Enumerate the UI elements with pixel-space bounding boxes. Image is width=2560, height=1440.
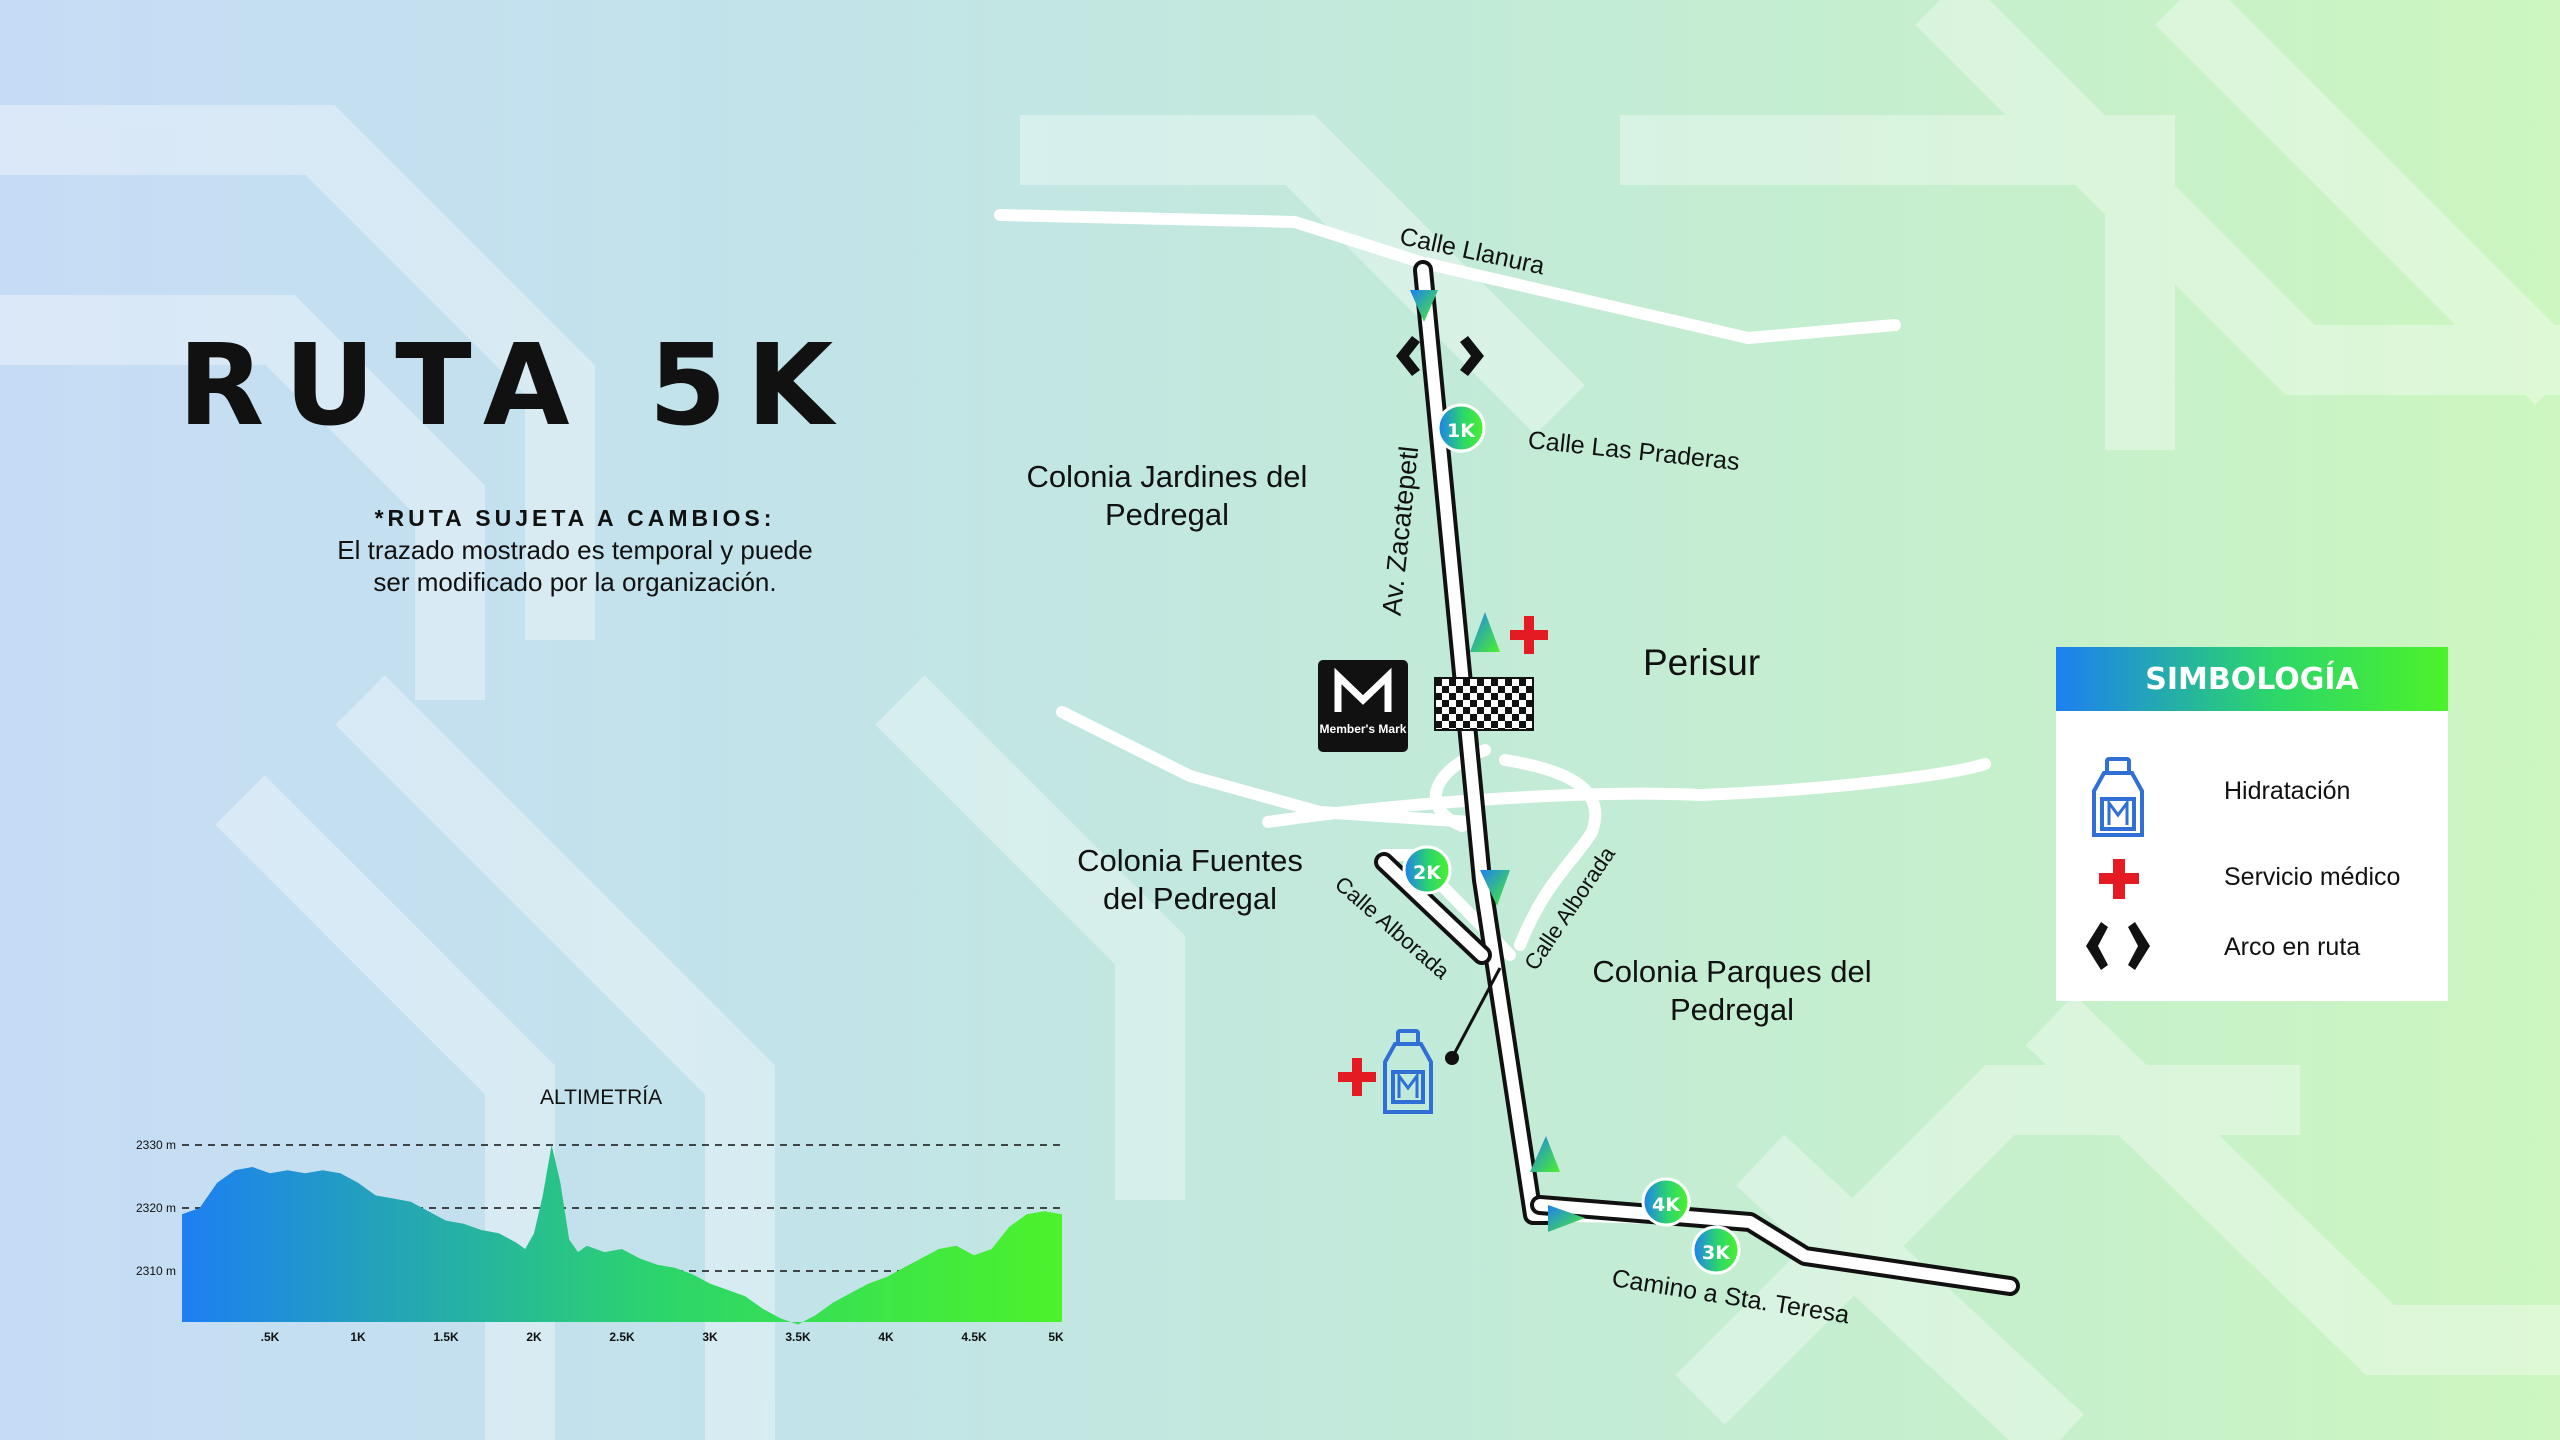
x-tick-label: 1.5K xyxy=(433,1330,459,1344)
legend-title: SIMBOLOGÍA xyxy=(2056,647,2448,711)
y-tick-label: 2330 m xyxy=(136,1138,176,1152)
km-marker-label: 2K xyxy=(1413,862,1442,884)
km-marker-3k: 3K xyxy=(1691,1225,1741,1275)
legend-item-hydration: Hidratación xyxy=(2056,757,2448,837)
x-tick-label: .5K xyxy=(261,1330,280,1344)
altimetry-title: ALTIMETRÍA xyxy=(540,1086,663,1109)
legend-item-arch: Arco en ruta xyxy=(2056,913,2448,983)
x-tick-label: 5K xyxy=(1048,1330,1064,1344)
arrow-icon xyxy=(1530,1136,1560,1172)
road-perisur-arc xyxy=(1056,706,1476,828)
disclaimer-line-1: El trazado mostrado es temporal y puede xyxy=(337,535,813,565)
x-tick-label: 3.5K xyxy=(785,1330,811,1344)
legend-label: Servicio médico xyxy=(2224,863,2401,891)
x-tick-label: 4.5K xyxy=(961,1330,987,1344)
legend-label: Hidratación xyxy=(2224,777,2351,805)
direction-arrows xyxy=(1410,290,1585,1232)
altimetry-chart: 2330 m 2320 m 2310 m .5K 1K 1.5K 2K 2.5K 3K 3.… xyxy=(136,1138,1064,1344)
x-tick-label: 4K xyxy=(878,1330,894,1344)
route-disclaimer: *RUTA SUJETA A CAMBIOS: El trazado mostr… xyxy=(240,502,910,598)
medical-cross-icon xyxy=(2076,843,2160,913)
km-marker-label: 1K xyxy=(1447,420,1476,442)
road-perisur-main xyxy=(1262,758,1991,828)
km-marker-2k: 2K xyxy=(1402,845,1452,895)
arrow-icon xyxy=(1480,870,1510,906)
water-bottle-icon xyxy=(2076,757,2160,837)
altimetry-x-ticks: .5K 1K 1.5K 2K 2.5K 3K 3.5K 4K 4.5K 5K xyxy=(261,1330,1064,1344)
area-label-fuentes: Colonia Fuentes del Pedregal xyxy=(1077,843,1303,916)
medical-cross-icon-perisur xyxy=(1510,616,1548,654)
arch-on-route-icon xyxy=(1396,336,1484,376)
water-bottle-icon-map xyxy=(1383,1029,1433,1114)
km-marker-label: 3K xyxy=(1702,1242,1731,1264)
x-tick-label: 3K xyxy=(702,1330,718,1344)
legend-panel: SIMBOLOGÍA Hidratación xyxy=(2056,647,2448,1001)
disclaimer-line-2: ser modificado por la organización. xyxy=(373,567,777,597)
arrow-icon xyxy=(1548,1205,1585,1232)
legend-label: Arco en ruta xyxy=(2224,933,2361,961)
arrow-icon xyxy=(1410,290,1438,322)
arch-icon xyxy=(2076,913,2160,983)
disclaimer-heading: *RUTA SUJETA A CAMBIOS: xyxy=(374,505,776,531)
x-tick-label: 1K xyxy=(350,1330,366,1344)
legend-item-medical: Servicio médico xyxy=(2056,843,2448,913)
members-mark-logo-text: Member's Mark xyxy=(1320,722,1407,736)
altimetry-area xyxy=(182,1145,1062,1325)
members-mark-logo xyxy=(1318,660,1408,752)
area-label-jardines: Colonia Jardines del Pedregal xyxy=(1026,459,1308,532)
start-finish-flag-icon xyxy=(1434,677,1534,731)
area-label-perisur: Perisur xyxy=(1643,642,1761,683)
km-marker-1k: 1K xyxy=(1436,403,1486,453)
x-tick-label: 2K xyxy=(526,1330,542,1344)
y-tick-label: 2310 m xyxy=(136,1264,176,1278)
page-title: RUTA 5K xyxy=(178,321,854,451)
arrow-icon xyxy=(1470,612,1500,652)
medical-cross-icon-hydration-point xyxy=(1338,1058,1376,1096)
km-marker-4k: 4K xyxy=(1641,1177,1691,1227)
area-label-parques: Colonia Parques del Pedregal xyxy=(1592,954,1872,1027)
x-tick-label: 2.5K xyxy=(609,1330,635,1344)
road-loop-right xyxy=(1499,754,1602,951)
y-tick-label: 2320 m xyxy=(136,1201,176,1215)
km-marker-label: 4K xyxy=(1652,1194,1681,1216)
